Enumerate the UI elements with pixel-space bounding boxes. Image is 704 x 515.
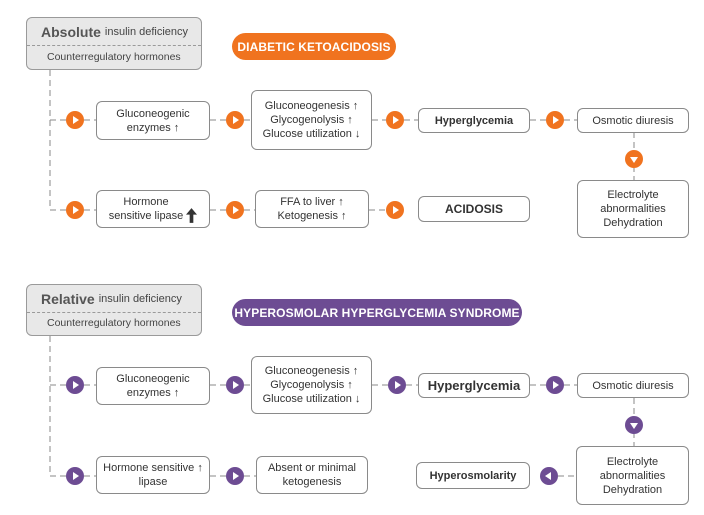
dka-header-big: Absolute (41, 23, 101, 40)
arrow-right-icon (66, 376, 84, 394)
box-line: Gluconeogenesis ↑ (264, 100, 359, 112)
dka-title-badge: DIABETIC KETOACIDOSIS (232, 33, 396, 60)
arrow-right-icon (546, 376, 564, 394)
arrow-right-icon (386, 201, 404, 219)
dka-header-box: Absolute insulin deficiency Counterregul… (26, 17, 202, 70)
box-line: Glycogenolysis ↑ (270, 379, 353, 391)
arrow-right-icon (226, 201, 244, 219)
dka-hormone-sensitive-lipase-box: Hormone sensitive lipase (96, 190, 210, 228)
hhs-ketogenesis-box: Absent or minimal ketogenesis (256, 456, 368, 494)
box-line: Glucose utilization ↓ (262, 393, 361, 405)
arrow-down-icon (625, 150, 643, 168)
hhs-title-badge: HYPEROSMOLAR HYPERGLYCEMIA SYNDROME (232, 299, 522, 326)
dka-header-small: insulin deficiency (104, 25, 189, 38)
hhs-hormone-sensitive-lipase-box: Hormone sensitive ↑ lipase (96, 456, 210, 494)
box-label: Hyperglycemia (434, 114, 514, 127)
box-line: Dehydration (603, 217, 663, 229)
box-line: enzymes ↑ (126, 121, 180, 134)
box-line: Glucose utilization ↓ (262, 128, 361, 140)
box-label: Hyperglycemia (427, 377, 521, 393)
dka-gluconeogenesis-box: Gluconeogenesis ↑ Glycogenolysis ↑ Glucose… (251, 90, 372, 150)
arrow-right-icon (226, 111, 244, 129)
dka-osmotic-diuresis-box: Osmotic diuresis (577, 108, 689, 133)
hhs-gluconeogenesis-box: Gluconeogenesis ↑ Glycogenolysis ↑ Glucose… (251, 356, 372, 414)
box-line: Absent or minimal (267, 462, 357, 474)
box-label: Hyperosmolarity (429, 469, 517, 482)
arrow-right-icon (226, 467, 244, 485)
dka-title: DIABETIC KETOACIDOSIS (237, 39, 391, 54)
dka-header-top: Absolute insulin deficiency (27, 18, 201, 46)
arrow-right-icon (226, 376, 244, 394)
hhs-header-box: Relative insulin deficiency Counterregul… (26, 284, 202, 336)
box-line: ketogenesis (282, 476, 342, 488)
hhs-gluconeogenic-enzymes-box: Gluconeogenic enzymes ↑ (96, 367, 210, 405)
hhs-title: HYPEROSMOLAR HYPERGLYCEMIA SYNDROME (234, 305, 520, 320)
box-line: enzymes ↑ (126, 387, 180, 399)
hhs-header-big: Relative (41, 290, 95, 307)
box-line: abnormalities (600, 203, 666, 215)
hhs-hyperglycemia-box: Hyperglycemia (418, 373, 530, 398)
box-line: Ketogenesis ↑ (277, 210, 347, 222)
arrow-right-icon (386, 111, 404, 129)
dka-header-bottom: Counterregulatory hormones (27, 44, 201, 69)
box-line: Gluconeogenic (116, 373, 190, 385)
arrow-right-icon (66, 111, 84, 129)
dka-ffa-ketogenesis-box: FFA to liver ↑ Ketogenesis ↑ (255, 190, 369, 228)
arrow-right-icon (546, 111, 564, 129)
arrow-right-icon (66, 467, 84, 485)
box-label: Osmotic diuresis (592, 379, 674, 392)
box-line: Hormone sensitive ↑ (103, 462, 203, 474)
box-line: Dehydration (602, 483, 663, 496)
hhs-header-small: insulin deficiency (98, 292, 182, 305)
box-line: lipase (138, 476, 168, 488)
arrow-right-icon (388, 376, 406, 394)
hhs-header-bottom-text: Counterregulatory hormones (47, 316, 181, 329)
dka-acidosis-box: ACIDOSIS (418, 196, 530, 222)
hhs-osmotic-diuresis-box: Osmotic diuresis (577, 373, 689, 398)
dka-hyperglycemia-box: Hyperglycemia (418, 108, 530, 133)
bold-up-arrow-icon (186, 207, 198, 223)
box-label: Osmotic diuresis (592, 114, 674, 127)
box-line: Gluconeogenesis ↑ (264, 365, 359, 377)
hhs-header-bottom: Counterregulatory hormones (27, 310, 201, 335)
box-line: Electrolyte (606, 455, 659, 468)
box-line: Electrolyte (607, 189, 659, 201)
box-label: ACIDOSIS (444, 202, 503, 216)
box-line: sensitive lipase (108, 210, 184, 222)
box-line: abnormalities (599, 469, 666, 482)
box-line: Glycogenolysis ↑ (270, 114, 353, 126)
box-line: Gluconeogenic (116, 107, 190, 120)
box-line: FFA to liver ↑ (280, 196, 344, 208)
hhs-hyperosmolarity-box: Hyperosmolarity (416, 462, 530, 489)
arrow-down-icon (625, 416, 643, 434)
arrow-left-icon (540, 467, 558, 485)
hhs-header-top: Relative insulin deficiency (27, 285, 201, 313)
arrow-right-icon (66, 201, 84, 219)
dka-header-bottom-text: Counterregulatory hormones (47, 50, 181, 63)
box-line: Hormone (123, 196, 169, 208)
